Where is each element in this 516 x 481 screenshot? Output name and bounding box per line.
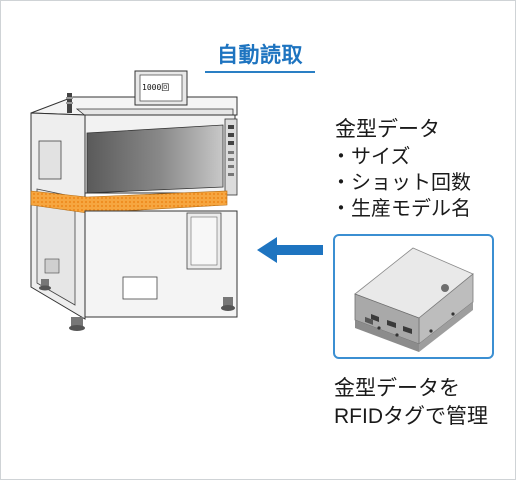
data-item-list: ・サイズ ・ショット回数 ・生産モデル名 (331, 144, 471, 222)
caption: 金型データを RFIDタグで管理 (334, 375, 488, 431)
mold-image (354, 247, 474, 352)
auto-read-label: 自動読取 (205, 43, 315, 73)
mold-photo-frame (333, 234, 494, 359)
data-item: ・サイズ (331, 146, 411, 168)
data-item: ・生産モデル名 (331, 198, 471, 220)
counter-display: 1000回 (142, 83, 170, 92)
caption-line-2: RFIDタグで管理 (334, 405, 488, 428)
data-heading: 金型データ (335, 118, 440, 141)
caption-line-1: 金型データを (334, 377, 460, 400)
data-item: ・ショット回数 (331, 172, 471, 194)
arrow-left-icon (257, 237, 323, 263)
